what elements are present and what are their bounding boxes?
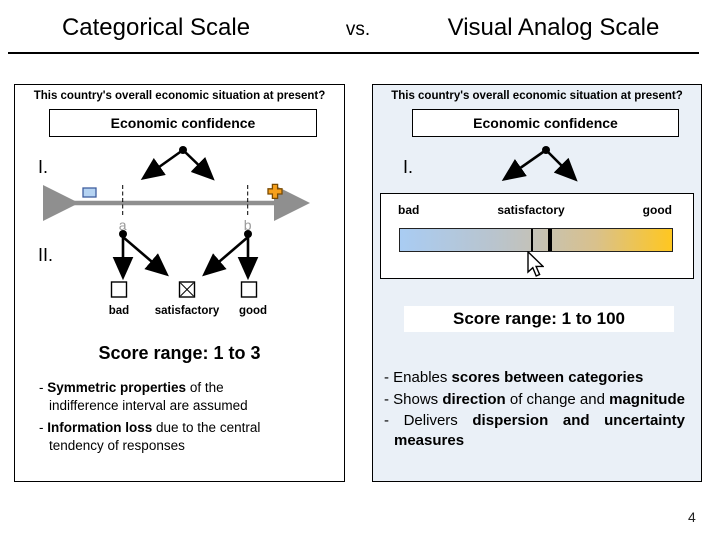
- threshold-label-b: b: [244, 217, 252, 233]
- funnel-arrow-right: [545, 149, 578, 182]
- categorical-diagram: I. a b II.: [38, 146, 310, 317]
- map-arrow-a-satisfactory: [122, 236, 169, 277]
- left-question: This country's overall economic situatio…: [33, 90, 326, 102]
- left-concept-label: Economic confidence: [110, 115, 256, 131]
- categorical-scale-panel: This country's overall economic situatio…: [14, 84, 345, 482]
- funnel-arrow-left: [501, 148, 547, 181]
- vas-midpoint-tick: [531, 229, 533, 251]
- blue-square-marker: [82, 187, 97, 198]
- option-label-satisfactory: satisfactory: [155, 305, 220, 317]
- visual-analog-scale-panel: This country's overall economic situatio…: [372, 84, 702, 482]
- funnel-arrow-right: [182, 149, 215, 181]
- title-underline: [8, 52, 699, 54]
- right-score-range: Score range: 1 to 100: [404, 306, 674, 332]
- node-b-dot: [244, 230, 252, 238]
- left-stage2-label: II.: [38, 245, 53, 265]
- right-bullet-list: - Enables scores between categories - Sh…: [384, 368, 685, 452]
- left-score-range: Score range: 1 to 3: [98, 343, 261, 363]
- right-concept-label: Economic confidence: [473, 115, 618, 131]
- right-concept-box: Economic confidence: [412, 109, 679, 137]
- title-vs: vs.: [345, 19, 371, 40]
- bullet-scores-between-categories: - Enables scores between categories: [384, 369, 644, 386]
- bullet-dispersion-uncertainty: - Delivers dispersion and uncertainty me…: [384, 412, 685, 449]
- checkbox-x-mark: [180, 282, 194, 297]
- vas-response-box: bad satisfactory good: [380, 193, 694, 279]
- title-visual-analog-scale: Visual Analog Scale: [447, 14, 660, 41]
- option-label-good: good: [239, 305, 267, 317]
- threshold-label-a: a: [119, 217, 127, 233]
- checkbox-good: [240, 281, 258, 298]
- map-arrow-b-satisfactory: [202, 236, 249, 277]
- vas-label-good: good: [642, 203, 672, 217]
- cursor-icon: [527, 251, 544, 277]
- right-question: This country's overall economic situatio…: [391, 90, 683, 102]
- orange-cross-marker: [267, 183, 283, 200]
- right-stage1-label: I.: [403, 157, 413, 177]
- bullet-direction-magnitude: - Shows direction of change and magnitud…: [384, 390, 685, 408]
- option-label-bad: bad: [109, 305, 129, 317]
- title-categorical-scale: Categorical Scale: [61, 14, 251, 41]
- vas-gradient-bar: [399, 228, 673, 252]
- page-number: 4: [688, 509, 696, 525]
- vas-label-satisfactory: satisfactory: [497, 203, 565, 217]
- left-stage1-label: I.: [38, 157, 48, 177]
- left-concept-box: Economic confidence: [49, 109, 317, 137]
- vas-scale-labels: bad satisfactory good: [381, 203, 693, 217]
- funnel-arrow-left: [140, 148, 184, 181]
- vas-funnel-diagram: I.: [403, 146, 578, 182]
- vas-label-bad: bad: [398, 203, 420, 217]
- vas-response-mark: [548, 229, 552, 251]
- checkbox-bad: [110, 281, 128, 298]
- node-a-dot: [119, 230, 127, 238]
